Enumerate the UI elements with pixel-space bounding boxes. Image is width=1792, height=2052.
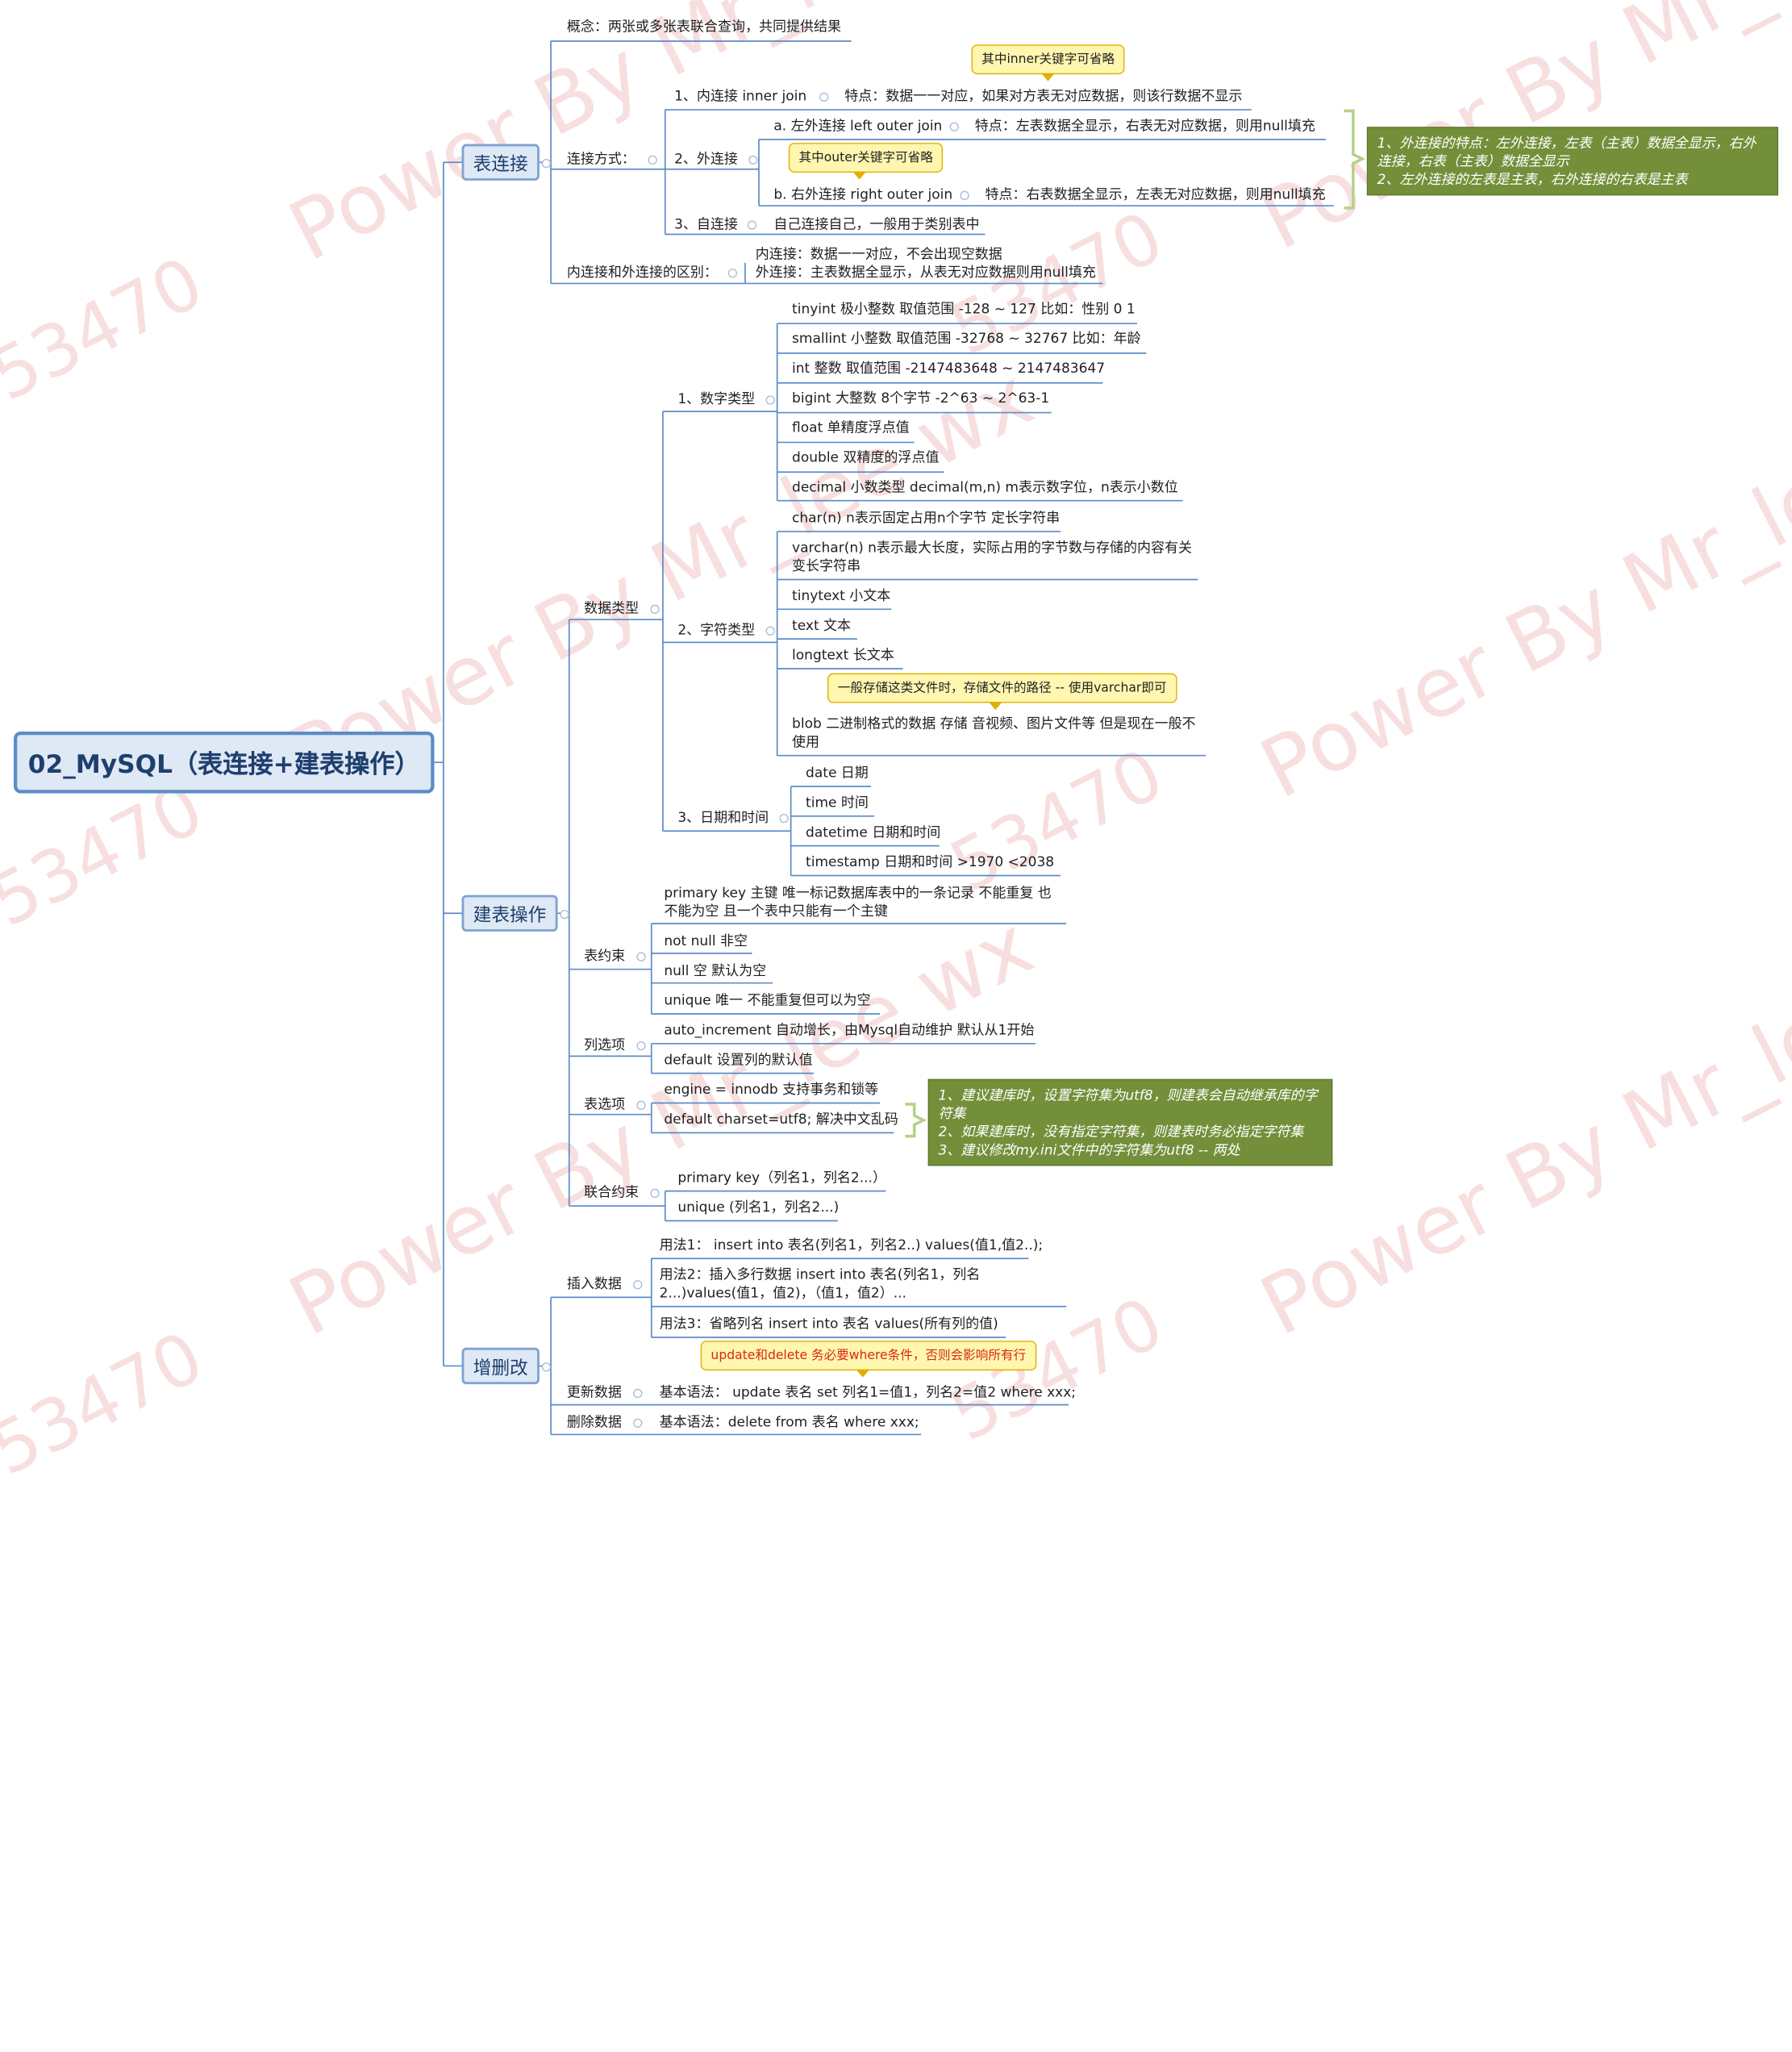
update-syntax: 基本语法： update 表名 set 列名1=值1，列名2=值2 where …	[659, 1384, 1077, 1400]
composite-unique: unique (列名1，列名2...)	[677, 1199, 840, 1216]
type-timestamp: timestamp 日期和时间 >1970 <2038	[806, 853, 1055, 870]
constraint-null: null 空 默认为空	[664, 962, 767, 979]
collapse-toggle-icon[interactable]	[633, 1280, 643, 1290]
summary-line: 1、外连接的特点：左外连接，左表（主表）数据全显示，右外连接，右表（主表）数据全…	[1377, 135, 1757, 169]
collapse-toggle-icon[interactable]	[633, 1388, 643, 1399]
collapse-toggle-icon[interactable]	[748, 155, 758, 165]
join-methods-label[interactable]: 连接方式：	[566, 151, 636, 167]
where-warning-callout: update和delete 务必要where条件，否则会影响所有行	[700, 1341, 1036, 1378]
type-char: char(n) n表示固定占用n个字节 定长字符串	[792, 510, 1061, 526]
collapse-toggle-icon[interactable]	[648, 155, 657, 165]
collapse-toggle-icon[interactable]	[633, 1418, 643, 1428]
update-data-label[interactable]: 更新数据	[566, 1384, 622, 1400]
collapse-toggle-icon[interactable]	[541, 158, 552, 169]
string-types-label[interactable]: 2、字符类型	[677, 621, 756, 638]
composite-primary-key: primary key（列名1，列名2...）	[677, 1169, 886, 1186]
diff-outer-text: 外连接：主表数据全显示，从表无对应数据则用null填充	[755, 264, 1096, 281]
delete-syntax: 基本语法：delete from 表名 where xxx;	[659, 1413, 919, 1430]
type-decimal: decimal 小数类型 decimal(m,n) m表示数字位，n表示小数位	[792, 478, 1178, 495]
composite-constraints-label[interactable]: 联合约束	[584, 1184, 640, 1200]
right-outer-join-feature: 特点：右表数据全显示，左表无对应数据，则用null填充	[985, 186, 1326, 202]
outer-keyword-callout: 其中outer关键字可省略	[788, 143, 944, 180]
type-float: float 单精度浮点值	[792, 419, 910, 436]
diff-inner-text: 内连接：数据一一对应，不会出现空数据	[755, 245, 1002, 262]
type-tinyint: tinyint 极小整数 取值范围 -128 ~ 127 比如：性别 0 1	[792, 300, 1136, 317]
outer-join-label[interactable]: 2、外连接	[674, 151, 738, 167]
constraint-unique: unique 唯一 不能重复但可以为空	[664, 992, 871, 1008]
inner-keyword-callout: 其中inner关键字可省略	[971, 44, 1125, 81]
charset-summary: 1、建议建库时，设置字符集为utf8，则建表会自动继承库的字符集 2、如果建库时…	[927, 1078, 1333, 1166]
option-default: default 设置列的默认值	[664, 1051, 813, 1068]
summary-line: 2、左外连接的左表是主表，右外连接的右表是主表	[1377, 171, 1688, 188]
collapse-toggle-icon[interactable]	[765, 395, 775, 405]
constraints-label[interactable]: 表约束	[584, 947, 626, 964]
collapse-toggle-icon[interactable]	[960, 190, 969, 200]
option-charset: default charset=utf8; 解决中文乱码	[664, 1111, 898, 1128]
collapse-toggle-icon[interactable]	[541, 1362, 552, 1372]
topic-create-table[interactable]: 建表操作	[461, 895, 558, 932]
right-outer-join-label[interactable]: b. 右外连接 right outer join	[773, 186, 953, 202]
collapse-toggle-icon[interactable]	[779, 813, 789, 824]
collapse-toggle-icon[interactable]	[636, 1041, 646, 1051]
collapse-toggle-icon[interactable]	[819, 92, 829, 102]
blob-callout-text: 一般存储这类文件时，存储文件的路径 -- 使用varchar即可	[837, 680, 1167, 695]
join-difference-label[interactable]: 内连接和外连接的区别：	[566, 264, 718, 281]
constraint-not-null: not null 非空	[664, 932, 748, 949]
type-bigint: bigint 大整数 8个字节 -2^63 ~ 2^63-1	[792, 390, 1050, 407]
inner-join-feature: 特点：数据一一对应，如果对方表无对应数据，则该行数据不显示	[844, 88, 1243, 104]
collapse-toggle-icon[interactable]	[636, 952, 646, 961]
summary-line: 2、如果建库时，没有指定字符集，则建表时务必指定字符集	[938, 1124, 1304, 1140]
outer-keyword-callout-text: 其中outer关键字可省略	[798, 149, 933, 165]
insert-data-label[interactable]: 插入数据	[566, 1275, 622, 1292]
left-outer-join-label[interactable]: a. 左外连接 left outer join	[773, 117, 943, 134]
type-tinytext: tinytext 小文本	[792, 587, 891, 604]
insert-usage-3: 用法3：省略列名 insert into 表名 values(所有列的值)	[659, 1316, 998, 1332]
constraint-primary-key: primary key 主键 唯一标记数据库表中的一条记录 不能重复 也不能为空…	[664, 884, 1052, 920]
collapse-toggle-icon[interactable]	[747, 220, 757, 230]
collapse-toggle-icon[interactable]	[765, 626, 775, 636]
numeric-types-label[interactable]: 1、数字类型	[677, 390, 756, 407]
column-options-label[interactable]: 列选项	[584, 1036, 626, 1053]
topic-crud[interactable]: 增删改	[461, 1347, 540, 1385]
blob-callout: 一般存储这类文件时，存储文件的路径 -- 使用varchar即可	[827, 673, 1177, 711]
topic-table-join[interactable]: 表连接	[461, 144, 540, 181]
summary-line: 1、建议建库时，设置字符集为utf8，则建表会自动继承库的字符集	[938, 1086, 1318, 1122]
left-outer-join-feature: 特点：左表数据全显示，右表无对应数据，则用null填充	[974, 117, 1315, 134]
inner-join-label[interactable]: 1、内连接 inner join	[674, 88, 807, 104]
summary-line: 3、建议修改my.ini文件中的字符集为utf8 -- 两处	[938, 1141, 1240, 1158]
collapse-toggle-icon[interactable]	[949, 122, 959, 131]
collapse-toggle-icon[interactable]	[650, 1188, 660, 1199]
collapse-toggle-icon[interactable]	[636, 1100, 646, 1111]
collapse-toggle-icon[interactable]	[650, 604, 660, 614]
collapse-toggle-icon[interactable]	[727, 269, 738, 278]
option-auto-increment: auto_increment 自动增长，由Mysql自动维护 默认从1开始	[664, 1021, 1035, 1038]
option-engine: engine = innodb 支持事务和锁等	[664, 1081, 879, 1098]
self-join-feature: 自己连接自己，一般用于类别表中	[773, 215, 980, 232]
datetime-types-label[interactable]: 3、日期和时间	[677, 809, 769, 826]
type-double: double 双精度的浮点值	[792, 448, 940, 465]
insert-usage-2: 用法2：插入多行数据 insert into 表名(列名1，列名2...)val…	[659, 1266, 981, 1301]
type-time: time 时间	[806, 794, 869, 811]
data-types-label[interactable]: 数据类型	[584, 599, 640, 616]
collapse-toggle-icon[interactable]	[560, 910, 569, 920]
table-options-label[interactable]: 表选项	[584, 1095, 626, 1112]
type-longtext: longtext 长文本	[792, 647, 894, 663]
type-blob: blob 二进制格式的数据 存储 音视频、图片文件等 但是现在一般不使用	[792, 715, 1196, 750]
insert-usage-1: 用法1： insert into 表名(列名1，列名2..) values(值1…	[659, 1237, 1044, 1253]
where-warning-text: update和delete 务必要where条件，否则会影响所有行	[711, 1347, 1027, 1363]
inner-keyword-callout-text: 其中inner关键字可省略	[981, 51, 1115, 67]
type-varchar: varchar(n) n表示最大长度，实际占用的字节数与存储的内容有关 变长字符…	[792, 539, 1193, 574]
type-smallint: smallint 小整数 取值范围 -32768 ~ 32767 比如：年龄	[792, 330, 1141, 347]
delete-data-label[interactable]: 删除数据	[566, 1413, 622, 1430]
concept-text: 概念：两张或多张表联合查询，共同提供结果	[566, 18, 842, 35]
type-text: text 文本	[792, 617, 852, 634]
type-date: date 日期	[806, 765, 869, 781]
type-int: int 整数 取值范围 -2147483648 ~ 2147483647	[792, 360, 1106, 377]
root-topic[interactable]: 02_MySQL（表连接+建表操作）	[14, 731, 435, 794]
outer-join-summary: 1、外连接的特点：左外连接，左表（主表）数据全显示，右外连接，右表（主表）数据全…	[1366, 127, 1779, 196]
self-join-label[interactable]: 3、自连接	[674, 215, 738, 232]
type-datetime: datetime 日期和时间	[806, 824, 941, 840]
